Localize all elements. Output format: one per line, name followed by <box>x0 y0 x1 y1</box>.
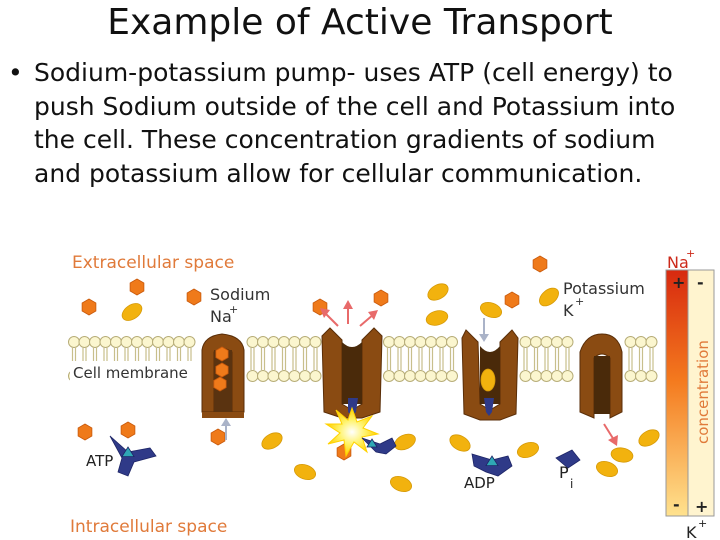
cell-membrane-label: Cell membrane <box>73 364 188 382</box>
phosphate-molecule-icon <box>555 449 581 469</box>
sodium-ion-icon <box>120 421 136 439</box>
bullet-dot-icon: • <box>8 58 23 87</box>
gradient-plus-top: + <box>672 273 685 292</box>
potassium-ion-icon <box>261 432 283 450</box>
molecules-layer <box>109 435 581 477</box>
sodium-ion-icon <box>532 255 548 273</box>
sodium-ion-icon <box>504 291 520 309</box>
potassium-ion-icon <box>595 461 619 477</box>
sodium-ion-icon <box>129 278 145 296</box>
concentration-gradient-bar <box>665 269 715 517</box>
phosphate-group-icon <box>366 438 378 448</box>
slide-title: Example of Active Transport <box>107 2 613 43</box>
phosphate-label: P <box>559 463 569 482</box>
phosphate-subscript: i <box>570 477 573 491</box>
gradient-potassium-symbol: K <box>686 523 697 540</box>
potassium-ion-icon <box>479 302 503 318</box>
potassium-ion-icon <box>121 303 143 321</box>
sodium-ion-icon <box>186 288 202 306</box>
sodium-ion-icon <box>215 346 229 362</box>
gradient-concentration-label: concentration <box>694 340 712 444</box>
potassium-charge: + <box>575 295 584 308</box>
energy-burst-icon <box>324 406 380 458</box>
binding-arrows <box>225 318 485 440</box>
gradient-sodium-symbol: Na <box>667 253 689 272</box>
potassium-ion-icon <box>516 442 540 458</box>
potassium-ion-icon <box>638 429 660 447</box>
bullet-text: Sodium-potassium pump- uses ATP (cell en… <box>34 58 676 188</box>
potassium-ion-icon <box>610 447 634 463</box>
potassium-ion-icon <box>425 310 449 326</box>
membrane-label-bg <box>70 361 196 385</box>
sodium-charge: + <box>229 303 238 316</box>
phosphate-group-icon <box>485 455 499 467</box>
intracellular-space-label: Intracellular space <box>70 517 227 537</box>
potassium-ion-icon <box>389 476 413 492</box>
gradient-plus-bottom: + <box>695 497 708 516</box>
sodium-ion-icon <box>373 289 389 307</box>
sodium-ion-icon <box>77 423 93 441</box>
potassium-symbol: K <box>563 301 574 320</box>
potassium-ion-icon <box>449 434 471 452</box>
pump-protein-4 <box>579 333 623 419</box>
potassium-label: Potassium <box>563 279 645 298</box>
ions-layer <box>77 255 660 492</box>
atp-label: ATP <box>86 452 113 470</box>
gradient-minus-bottom: - <box>673 495 680 514</box>
potassium-ion-icon <box>480 368 496 392</box>
potassium-ion-icon <box>293 464 317 480</box>
sodium-ion-icon <box>215 362 229 378</box>
sodium-ion-icon <box>213 376 227 392</box>
extracellular-space-label: Extracellular space <box>72 253 234 273</box>
gradient-potassium-charge: + <box>698 517 707 530</box>
pump-protein-2 <box>321 327 383 419</box>
potassium-ion-icon <box>394 433 416 451</box>
membrane-heads-top <box>68 336 658 348</box>
gradient-sodium-charge: + <box>686 247 695 260</box>
sodium-ion-icon <box>81 298 97 316</box>
sodium-ion-icon <box>210 428 226 446</box>
potassium-ion-icon <box>427 283 449 301</box>
arrow-heads <box>320 300 618 446</box>
arrow-k-in <box>603 423 615 441</box>
adp-label: ADP <box>464 474 495 492</box>
potassium-ion-icon <box>539 287 559 307</box>
gradient-minus-top: - <box>697 273 704 292</box>
sodium-label: Sodium <box>210 285 270 304</box>
phosphate-group-icon <box>121 446 135 458</box>
sodium-symbol: Na <box>210 307 232 326</box>
bullet-item: • Sodium-potassium pump- uses ATP (cell … <box>8 56 688 190</box>
